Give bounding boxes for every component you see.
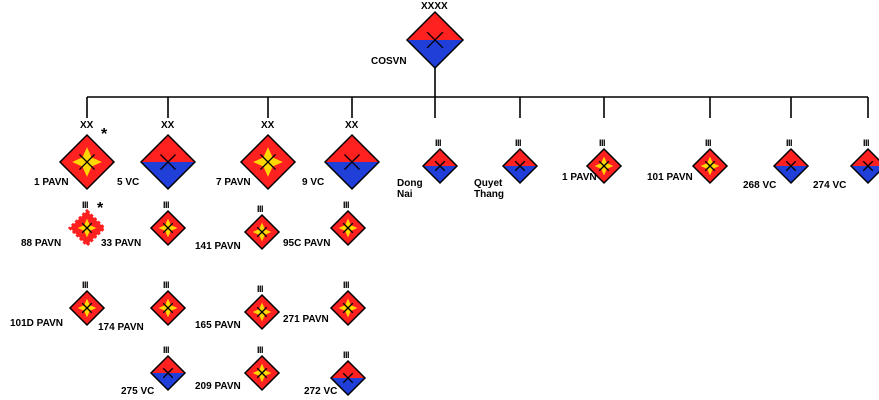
root-echelon-label: XXXX [421, 1, 448, 12]
unit-symbol-r_dongnai [421, 147, 459, 185]
echelon-label: III [343, 200, 350, 210]
unit-symbol-root [405, 10, 465, 70]
unit-label: 141 PAVN [195, 241, 241, 252]
unit-label: 9 VC [302, 177, 325, 188]
unit-label: 7 PAVN [216, 177, 251, 188]
echelon-label: III [82, 280, 89, 290]
unit-symbol-r_165 [243, 293, 281, 331]
echelon-label: III [343, 350, 350, 360]
unit-label: 1 PAVN [34, 177, 69, 188]
unit-symbol-r_174 [149, 289, 187, 327]
unit-symbol-r_101d [68, 289, 106, 327]
echelon-label: XX [345, 120, 359, 131]
unit-symbol-r_209 [243, 354, 281, 392]
unit-label: 272 VC [304, 386, 338, 397]
unit-label: Quyet Thang [474, 178, 504, 200]
echelon-label: III [863, 138, 870, 148]
unit-label: 88 PAVN [21, 238, 62, 249]
echelon-label: III [599, 138, 606, 148]
unit-label: 5 VC [117, 177, 140, 188]
echelon-label: III [343, 280, 350, 290]
unit-label: 275 VC [121, 386, 155, 397]
unit-label: 271 PAVN [283, 314, 329, 325]
echelon-label: III [82, 200, 89, 210]
unit-symbol-r_271 [329, 289, 367, 327]
echelon-label: III [257, 284, 264, 294]
asterisk-marker: * [97, 200, 104, 217]
unit-label: 1 PAVN [562, 172, 597, 183]
root-unit-label: COSVN [371, 56, 407, 67]
unit-label: 274 VC [813, 180, 847, 191]
echelon-label: III [705, 138, 712, 148]
echelon-label: III [435, 138, 442, 148]
unit-symbol-r_275 [149, 354, 187, 392]
unit-label: 165 PAVN [195, 320, 241, 331]
unit-symbol-r_33 [149, 209, 187, 247]
echelon-label: XX [261, 120, 275, 131]
echelon-label: III [163, 200, 170, 210]
unit-symbol-r_quyet [501, 147, 539, 185]
echelon-label: III [257, 204, 264, 214]
unit-label: 209 PAVN [195, 381, 241, 392]
unit-symbol-r_268 [772, 147, 810, 185]
unit-label: Dong Nai [397, 178, 423, 200]
echelon-label: III [515, 138, 522, 148]
echelon-label: III [163, 345, 170, 355]
echelon-label: XX [80, 120, 94, 131]
unit-symbol-r_101 [691, 147, 729, 185]
unit-label: 101 PAVN [647, 172, 693, 183]
unit-label: 101D PAVN [10, 318, 63, 329]
unit-symbol-r_141 [243, 213, 281, 251]
unit-symbol-d9 [323, 133, 381, 191]
unit-label: 95C PAVN [283, 238, 331, 249]
echelon-label: III [786, 138, 793, 148]
unit-label: 174 PAVN [98, 322, 144, 333]
echelon-label: III [257, 345, 264, 355]
asterisk-marker: * [101, 126, 108, 143]
unit-symbol-d5 [139, 133, 197, 191]
echelon-label: XX [161, 120, 175, 131]
unit-label: 33 PAVN [101, 238, 142, 249]
echelon-label: III [163, 280, 170, 290]
unit-label: 268 VC [743, 180, 777, 191]
unit-symbol-r_95c [329, 209, 367, 247]
unit-symbol-r_274 [849, 147, 879, 185]
